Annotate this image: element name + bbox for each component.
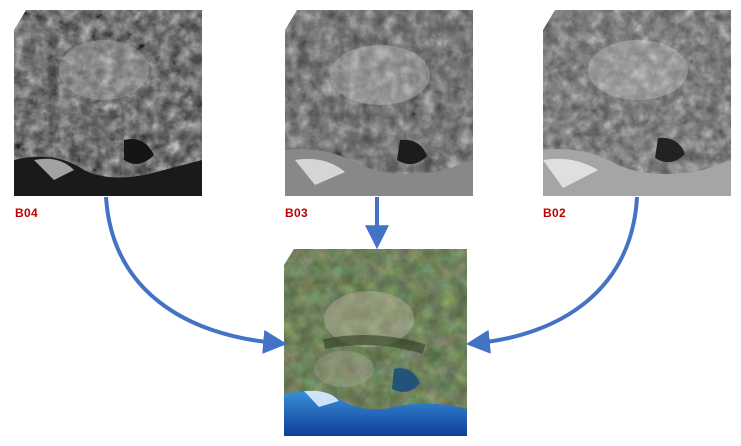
band-label-b03: B03 [285, 206, 308, 220]
band-b03-image [285, 10, 473, 196]
band-label-b02: B02 [543, 206, 566, 220]
band-b02-image [543, 10, 731, 196]
rgb-composite-image [284, 249, 467, 436]
band-label-b04: B04 [15, 206, 38, 220]
arrow-b04-to-composite [104, 196, 288, 354]
band-b04-image [14, 10, 202, 196]
